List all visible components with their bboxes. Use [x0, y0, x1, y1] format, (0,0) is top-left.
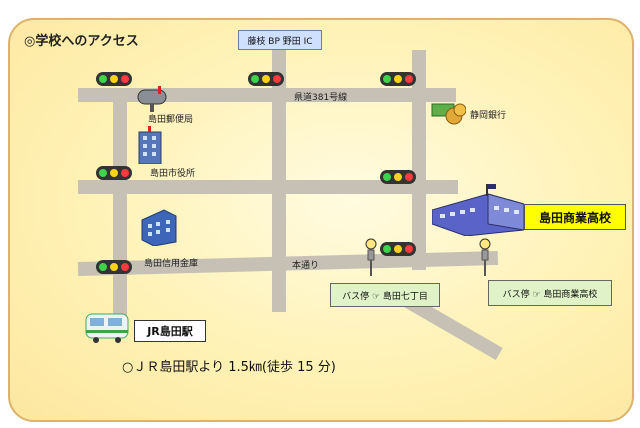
school-label-box: 島田商業高校: [524, 204, 626, 230]
money-icon: [431, 103, 466, 125]
bus-stop-label-2: バス停 ☞ 島田商業高校: [502, 289, 598, 300]
traffic-signal-icon: [380, 72, 416, 86]
building-icon: [141, 209, 177, 246]
top-sign-label: 藤枝 BP 野田 IC: [247, 36, 313, 47]
station-label: JR島田駅: [147, 325, 193, 338]
school-building-icon: [432, 184, 524, 236]
bus-stop-icon: [365, 238, 377, 276]
top-sign: 藤枝 BP 野田 IC: [238, 30, 322, 50]
city-hall-label: 島田市役所: [150, 169, 196, 179]
bus-stop-box-2: バス停 ☞ 島田商業高校: [488, 280, 612, 306]
west-road: [113, 88, 127, 316]
center-road: [272, 50, 286, 312]
traffic-signal-icon: [96, 166, 132, 180]
traffic-signal-icon: [248, 72, 284, 86]
traffic-signal-icon: [96, 260, 132, 274]
building-icon: [138, 126, 162, 164]
prefectural-road: [78, 88, 456, 102]
bus-stop-label-1: バス停 ☞ 島田七丁目: [342, 291, 428, 302]
traffic-signal-icon: [96, 72, 132, 86]
post-office-label: 島田郵便局: [148, 115, 194, 125]
access-note: ○ＪＲ島田駅より 1.5㎞(徒歩 15 分): [122, 360, 336, 375]
train-icon: [85, 313, 129, 343]
bank-label: 静岡銀行: [470, 111, 507, 121]
main-street-label: 本通り: [292, 261, 320, 271]
prefectural-road-label: 県道381号線: [294, 93, 348, 103]
east-road: [412, 50, 426, 270]
mailbox-icon: [137, 86, 167, 112]
bus-stop-box-1: バス停 ☞ 島田七丁目: [330, 283, 440, 307]
school-label: 島田商業高校: [538, 210, 611, 225]
traffic-signal-icon: [380, 242, 416, 256]
bus-stop-icon: [479, 238, 491, 276]
middle-road: [78, 180, 458, 194]
page-title: ◎学校へのアクセス: [24, 34, 139, 49]
station-label-box: JR島田駅: [134, 320, 206, 342]
traffic-signal-icon: [380, 170, 416, 184]
credit-union-label: 島田信用金庫: [144, 259, 199, 269]
